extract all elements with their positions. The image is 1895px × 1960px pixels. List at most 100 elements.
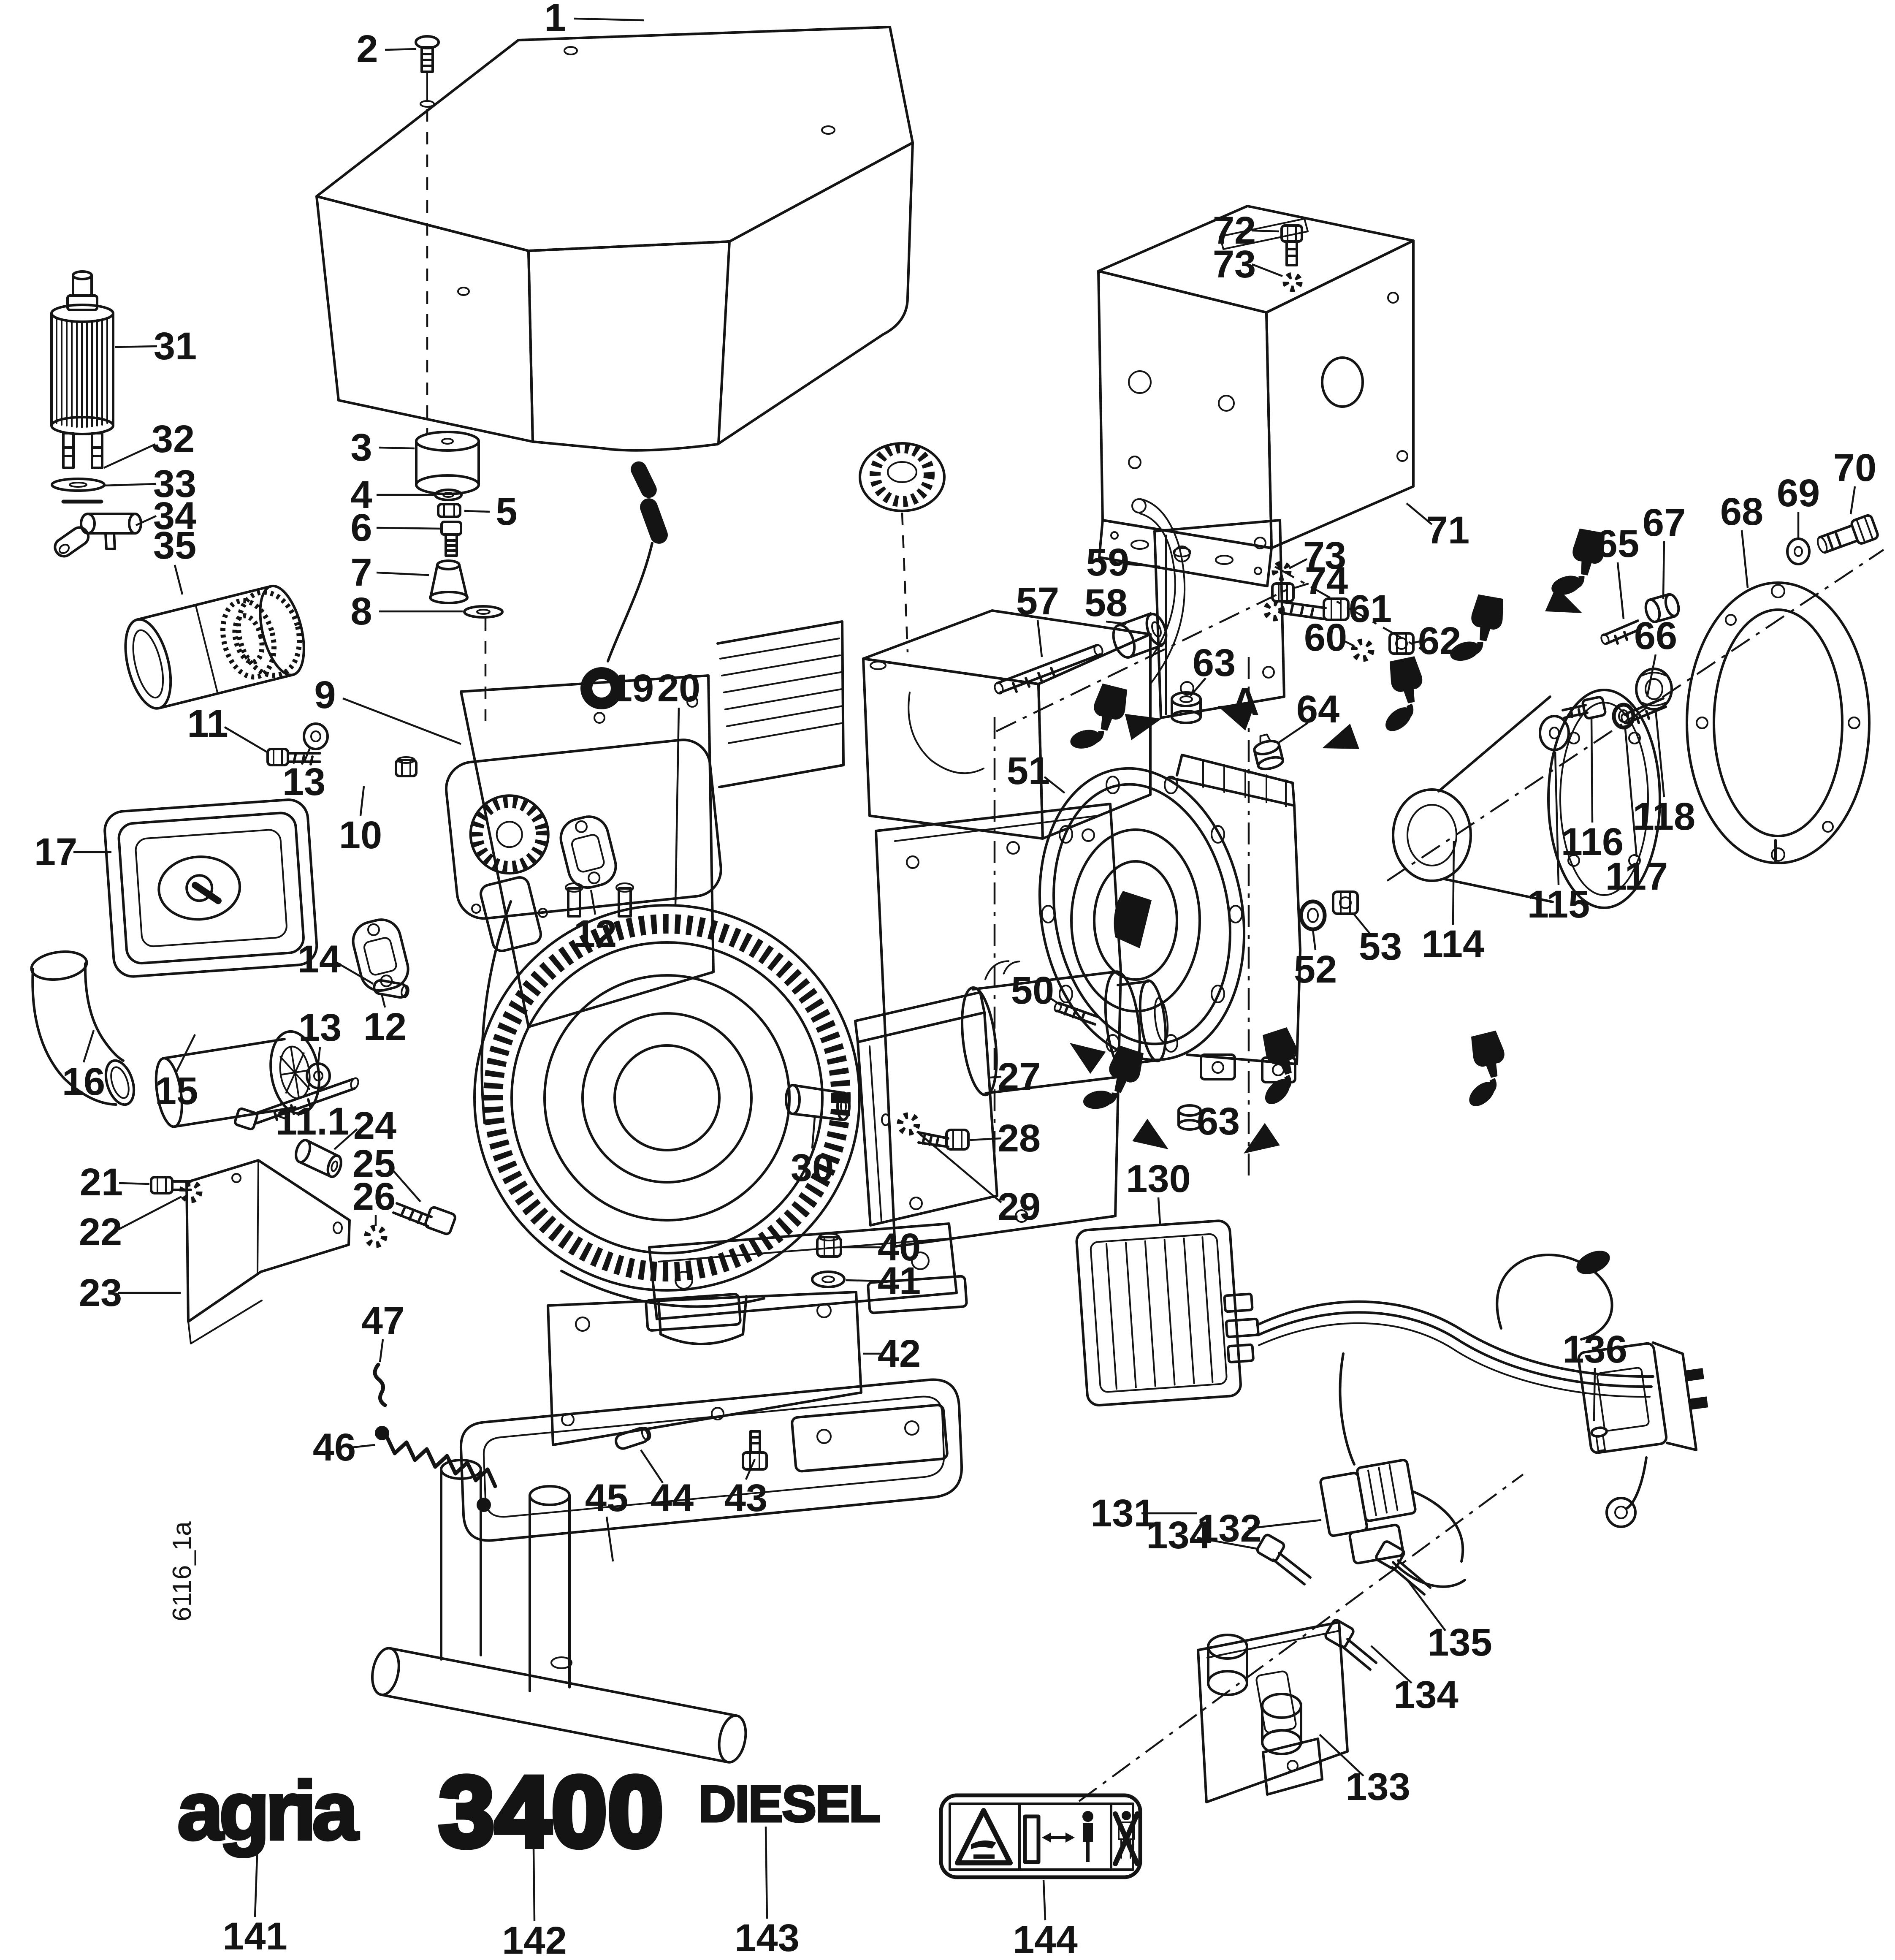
figure-code: 6116_1a (168, 1521, 197, 1621)
callout-4: 4 (350, 473, 372, 516)
washer-13-lower (306, 1062, 331, 1089)
pin-44 (615, 1427, 651, 1450)
leader-line-52 (1312, 929, 1317, 950)
leader-line-134 (1370, 1645, 1412, 1684)
fuel-tap (54, 513, 142, 558)
stud-57 (994, 644, 1103, 695)
engine-mount-bracket-133 (1197, 1621, 1349, 1803)
callout-68: 68 (1720, 490, 1763, 533)
callout-41: 41 (878, 1260, 921, 1303)
callout-132: 132 (1197, 1507, 1262, 1550)
callout-22: 22 (79, 1211, 122, 1254)
callout-115: 115 (1527, 883, 1590, 926)
callout-6: 6 (350, 506, 372, 549)
callout-136: 136 (1562, 1328, 1627, 1371)
stud-66 (1621, 697, 1667, 725)
callout-43: 43 (724, 1477, 767, 1520)
cylinder-fins (716, 620, 845, 788)
cover-box-27 (854, 991, 998, 1227)
callout-26: 26 (352, 1175, 396, 1218)
support-plate-59 (1153, 519, 1285, 719)
hand-injury-warning-triangle-icon (955, 1808, 1013, 1865)
callout-1: 1 (544, 0, 566, 39)
air-filter-element (124, 584, 305, 710)
callout-25: 25 (352, 1142, 396, 1185)
callout-35: 35 (153, 524, 196, 567)
callout-67: 67 (1643, 501, 1686, 544)
leader-line-13 (303, 748, 311, 763)
leader-line-53 (1353, 914, 1370, 934)
callout-61: 61 (1349, 587, 1392, 630)
bolt-116 (1562, 696, 1607, 719)
fuel-tank (862, 609, 1152, 840)
leader-line-11 (224, 726, 268, 753)
callout-19: 19 (611, 667, 654, 710)
leader-line-135 (1406, 1578, 1446, 1632)
callout-141: 141 (222, 1915, 287, 1958)
fuel-filter-washers (51, 478, 106, 504)
muffler (103, 798, 318, 978)
callout-142: 142 (502, 1919, 567, 1960)
callout-27: 27 (998, 1055, 1041, 1098)
callout-134: 134 (1393, 1673, 1459, 1716)
decals: agria 3400 DIESEL (176, 1753, 1142, 1879)
callout-5: 5 (496, 490, 517, 533)
grease-tube-icon (1083, 1045, 1144, 1109)
callout-16: 16 (62, 1060, 105, 1103)
callout-20: 20 (657, 667, 700, 710)
callout-45: 45 (585, 1477, 628, 1520)
bolt-21-washer-22 (150, 1176, 203, 1203)
callout-53: 53 (1359, 925, 1402, 968)
cylinder-head-cover (445, 738, 722, 920)
seal-52-nut-53 (1299, 890, 1359, 931)
callout-24: 24 (353, 1104, 396, 1147)
cover-gasket-68 (1686, 581, 1871, 864)
leader-line-57 (1036, 619, 1043, 657)
bolt-72-washer-73 (1280, 224, 1303, 292)
leader-line-68 (1740, 530, 1749, 588)
bolt-25-washer-26 (364, 1202, 456, 1248)
leader-line-45 (605, 1516, 614, 1562)
spacer-30 (785, 1084, 851, 1121)
leader-line-16 (82, 1030, 95, 1063)
callout-46: 46 (313, 1426, 356, 1469)
assembly-direction-arrows (1070, 586, 1582, 1154)
callout-73: 73 (1303, 534, 1346, 577)
callout-143: 143 (735, 1917, 800, 1960)
callout-10: 10 (339, 814, 382, 857)
cylinder-head-studs (565, 882, 634, 918)
anti-vibration-mount-stack (415, 431, 504, 721)
exhaust-gasket-right (559, 815, 617, 889)
leader-line-29 (916, 1131, 1002, 1203)
callout-144: 144 (1013, 1918, 1078, 1960)
grease-tube-icon (1385, 656, 1423, 731)
grease-tube-icon (1469, 1030, 1505, 1106)
leader-line-35 (174, 565, 184, 595)
callout-11: 11 (187, 702, 228, 745)
leader-line-12 (380, 994, 386, 1008)
bearing-118 (1635, 668, 1673, 711)
leader-line-74 (1295, 582, 1309, 589)
leader-line-114 (1452, 841, 1455, 925)
hardware-60-61-62 (1263, 597, 1415, 662)
leader-line-9 (342, 697, 461, 745)
callout-14: 14 (298, 938, 341, 981)
ring-117 (1612, 703, 1635, 730)
callout-118: 118 (1633, 795, 1695, 838)
leader-line-64 (1278, 722, 1309, 743)
key-switch-136 (1577, 1341, 1708, 1454)
callout-135: 135 (1427, 1621, 1492, 1664)
leader-line-34 (136, 515, 157, 527)
ground-ring-terminal (1605, 1497, 1637, 1528)
leader-line-73 (1252, 263, 1283, 277)
callout-63: 63 (1193, 641, 1236, 684)
leader-line-134 (1197, 1537, 1258, 1550)
leader-line-59 (1126, 563, 1160, 568)
leader-line-24 (333, 1128, 358, 1150)
callout-59: 59 (1086, 541, 1129, 584)
bracket-bolts-134-135 (1256, 1534, 1431, 1671)
leader-line-11.1 (274, 1113, 287, 1120)
pin-14 (373, 979, 409, 999)
grease-tube-icon (1450, 594, 1504, 661)
exhaust-gasket-left (352, 918, 409, 992)
